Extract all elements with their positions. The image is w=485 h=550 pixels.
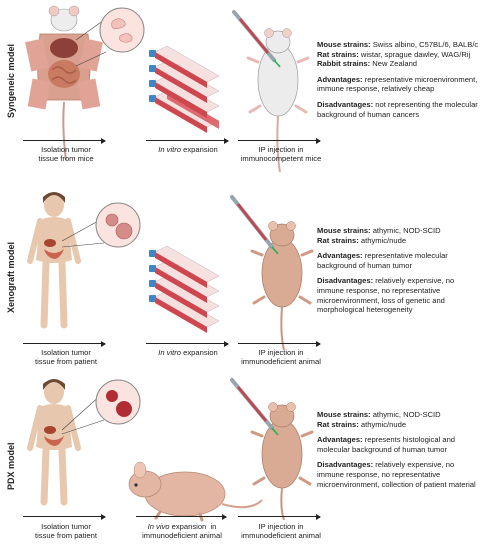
- step-expansion: In vivo expansion in immunodeficient ani…: [142, 522, 222, 540]
- human-figure-illustration: [27, 192, 81, 329]
- white-mouse-illustration: [246, 28, 310, 173]
- panel-syngeneic: Syngeneic model: [0, 0, 485, 180]
- step-arrow: [238, 513, 321, 520]
- pdx-illustrations: [27, 378, 314, 522]
- step-arrow: [136, 513, 227, 520]
- panel-xenograft: Xenograft model: [0, 185, 485, 366]
- step-arrow: [238, 340, 321, 347]
- tumor-zoom-circle: [95, 379, 141, 425]
- step-injection: IP injection in immunodeficient animal: [241, 522, 321, 540]
- step-isolation: Isolation tumor tissue from patient: [34, 522, 98, 540]
- xenograft-illustrations: [27, 192, 314, 351]
- strain-info: Mouse strains: athymic, NOD-SCID Rat str…: [317, 410, 476, 489]
- step-arrow: [146, 340, 229, 347]
- step-arrow: [23, 137, 106, 144]
- nude-mouse-lying-illustration: [128, 461, 263, 522]
- syringe-illustration: [230, 378, 279, 436]
- step-isolation: Isolation tumor tissue from mice: [38, 145, 94, 163]
- culture-flasks-illustration: [149, 245, 220, 333]
- step-arrow: [146, 137, 229, 144]
- step-isolation: Isolation tumor tissue from patient: [34, 348, 98, 366]
- tumor-zoom-circle: [99, 7, 145, 53]
- nude-mouse-illustration: [250, 221, 314, 351]
- culture-flasks-illustration: [149, 45, 220, 133]
- step-expansion: In vitro expansion: [158, 348, 218, 357]
- dissected-mouse-illustration: [25, 5, 103, 161]
- human-figure-illustration: [27, 379, 81, 506]
- step-arrow: [238, 137, 321, 144]
- nude-mouse-illustration: [250, 402, 314, 521]
- step-arrow: [23, 340, 106, 347]
- panel-pdx: PDX model: [0, 372, 485, 550]
- step-arrow: [23, 513, 106, 520]
- syringe-illustration: [232, 10, 281, 68]
- step-injection: IP injection in immunocompetent mice: [240, 145, 322, 163]
- strain-info: Mouse strains: Swiss albino, C57BL/6, BA…: [317, 40, 479, 119]
- syngeneic-illustrations: [25, 5, 310, 173]
- step-expansion: In vitro expansion: [158, 145, 218, 154]
- tumor-zoom-circle: [95, 202, 141, 248]
- step-injection: IP injection in immunodeficient animal: [241, 348, 321, 366]
- strain-info: Mouse strains: athymic, NOD-SCID Rat str…: [317, 226, 455, 315]
- syringe-illustration: [230, 195, 279, 255]
